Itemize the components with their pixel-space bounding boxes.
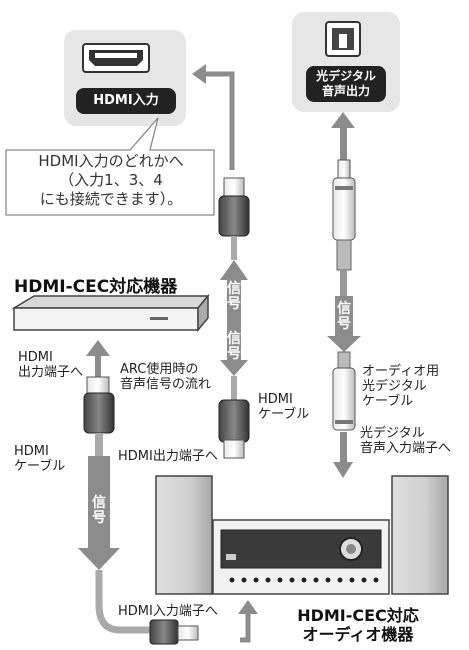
hdmi-cable-left-line1: HDMI xyxy=(14,444,49,459)
hdmi-cable-right-label: HDMI ケーブル xyxy=(258,392,309,422)
optical-cable-line2: 光デジタル xyxy=(362,379,427,394)
hdmi-in-terminal-label: HDMI入力端子へ xyxy=(118,604,218,619)
audio-device-title-line1: HDMI-CEC対応 xyxy=(297,606,419,625)
arc-label: ARC使用時の 音声信号の流れ xyxy=(120,362,211,392)
callout-line1: HDMI入力のどれかへ xyxy=(38,152,184,170)
optical-cable-label: オーディオ用 光デジタル ケーブル xyxy=(362,364,439,409)
optical-output-label-line2: 音声出力 xyxy=(321,84,370,98)
hdmi-out-terminal-label: HDMI出力端子へ xyxy=(118,449,218,464)
signal-label-left: 信 号 xyxy=(91,496,107,526)
hdmi-cable-right xyxy=(218,177,250,459)
callout-text: HDMI入力のどれかへ （入力1、3、4 にも接続できます）。 xyxy=(8,152,214,209)
cec-device-box xyxy=(11,293,210,333)
signal-label-mid: 信 号 xyxy=(226,332,242,362)
hdmi-out-port-line2: 出力端子へ xyxy=(18,365,84,380)
signal-char1: 信 xyxy=(92,495,106,511)
hdmi-cable-left xyxy=(78,376,199,645)
arc-line1: ARC使用時の xyxy=(120,362,199,377)
signal-char2: 号 xyxy=(227,346,241,362)
optical-in-terminal-line2: 音声入力端子へ xyxy=(360,441,452,456)
signal-char2: 号 xyxy=(337,316,351,332)
hdmi-input-label: HDMI入力 xyxy=(76,88,176,114)
audio-device xyxy=(155,475,449,595)
callout-box xyxy=(5,117,215,216)
audio-device-title: HDMI-CEC対応 オーディオ機器 xyxy=(268,606,448,644)
signal-label-top: 信 号 xyxy=(226,282,242,312)
optical-output-label: 光デジタル 音声出力 xyxy=(306,66,386,102)
hdmi-out-port-line1: HDMI xyxy=(18,350,53,365)
hdmi-cable-right-line1: HDMI xyxy=(258,392,293,407)
cec-device-title: HDMI-CEC対応機器 xyxy=(14,277,178,297)
hdmi-cable-right-line2: ケーブル xyxy=(258,407,310,422)
optical-cable xyxy=(327,112,361,478)
arrow-from-hdmi-in xyxy=(238,600,258,643)
signal-char1: 信 xyxy=(227,331,241,347)
arrow-to-hdmi-input xyxy=(192,64,235,170)
optical-port-icon xyxy=(325,21,361,57)
arc-line2: 音声信号の流れ xyxy=(120,377,212,392)
arrow-to-cec-device xyxy=(86,340,110,386)
optical-output-label-line1: 光デジタル xyxy=(316,69,376,83)
optical-cable-line1: オーディオ用 xyxy=(362,364,440,379)
signal-char2: 号 xyxy=(92,510,106,526)
hdmi-cable-left-label: HDMI ケーブル xyxy=(14,444,65,474)
hdmi-port-icon xyxy=(82,43,150,73)
optical-in-terminal-line1: 光デジタル xyxy=(360,426,425,441)
callout-line3: にも接続できます）。 xyxy=(39,190,183,208)
hdmi-cable-left-line2: ケーブル xyxy=(14,459,66,474)
signal-char1: 信 xyxy=(227,281,241,297)
optical-cable-line3: ケーブル xyxy=(362,394,414,409)
audio-device-title-line2: オーディオ機器 xyxy=(302,625,414,644)
hdmi-out-port-label: HDMI 出力端子へ xyxy=(18,350,83,380)
signal-label-optical: 信 号 xyxy=(336,302,352,332)
signal-char1: 信 xyxy=(337,301,351,317)
optical-in-terminal-label: 光デジタル 音声入力端子へ xyxy=(360,426,451,456)
signal-char2: 号 xyxy=(227,296,241,312)
callout-line2: （入力1、3、4 xyxy=(59,171,163,189)
